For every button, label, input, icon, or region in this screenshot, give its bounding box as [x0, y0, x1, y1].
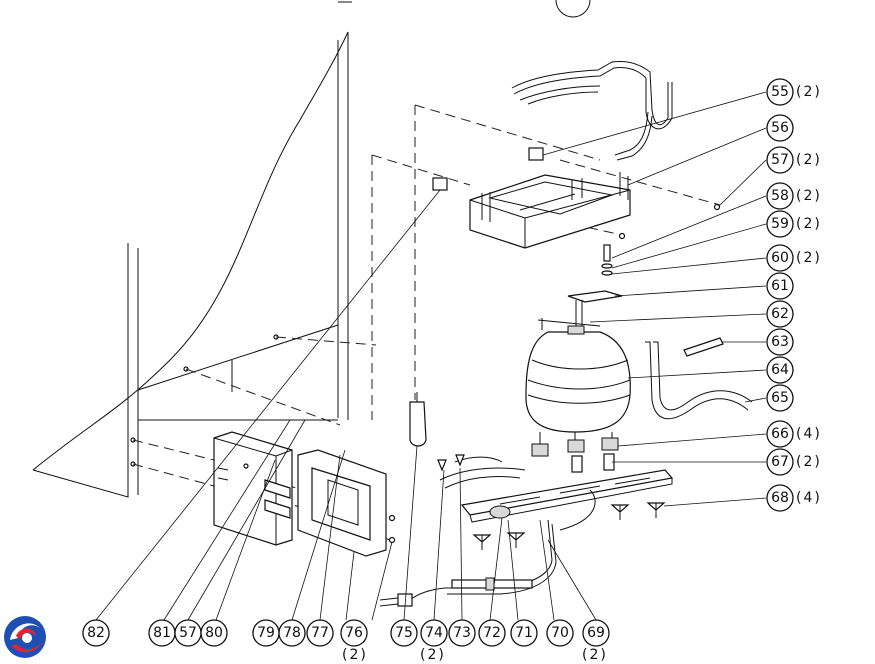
svg-text:57: 57	[771, 152, 789, 168]
cabinet-wall	[32, 31, 349, 498]
callout-78: 78	[278, 619, 306, 647]
callout-64: 64	[766, 356, 794, 384]
svg-text:82: 82	[87, 625, 105, 641]
mount-hardware	[537, 244, 623, 330]
svg-text:(2): (2)	[796, 250, 822, 266]
svg-text:75: 75	[395, 625, 413, 641]
callout-61: 61	[766, 272, 794, 300]
svg-text:76: 76	[345, 625, 363, 641]
svg-text:(2): (2)	[796, 84, 822, 100]
callout-57: 57 (2)	[766, 146, 822, 174]
leader-lines	[95, 91, 767, 621]
callout-56: 56	[766, 114, 794, 142]
callout-55: 55 (2)	[766, 78, 822, 106]
svg-text:(4): (4)	[796, 490, 822, 506]
callout-80: 80	[200, 619, 228, 647]
evaporator-coil	[511, 61, 673, 161]
svg-text:69: 69	[587, 625, 605, 641]
callout-59: 59 (2)	[766, 210, 822, 238]
screws	[437, 454, 666, 550]
svg-text:(2): (2)	[420, 647, 446, 663]
callout-69: 69(2)	[582, 619, 610, 663]
capacitor	[409, 392, 427, 447]
callout-81: 81	[148, 619, 176, 647]
callout-77: 77	[306, 619, 334, 647]
callout-58: 58 (2)	[766, 182, 822, 210]
callout-65: 65	[766, 384, 794, 412]
callout-82: 82	[82, 619, 110, 647]
callout-67: 67 (2)	[766, 448, 822, 476]
svg-text:(2): (2)	[796, 454, 822, 470]
base-plate	[439, 456, 674, 523]
callout-71: 71	[510, 619, 538, 647]
grommets	[531, 437, 619, 473]
svg-text:74: 74	[425, 625, 443, 641]
svg-text:57: 57	[179, 625, 197, 641]
callout-68: 68 (4)	[766, 484, 822, 512]
callout-63: 63	[766, 328, 794, 356]
top-fragment	[338, 0, 591, 18]
svg-text:58: 58	[771, 188, 789, 204]
svg-text:66: 66	[771, 426, 789, 442]
svg-text:(4): (4)	[796, 426, 822, 442]
callout-72: 72	[478, 619, 506, 647]
svg-text:(2): (2)	[582, 647, 608, 663]
svg-text:(2): (2)	[342, 647, 368, 663]
tubes	[645, 337, 753, 420]
compressor	[525, 325, 631, 444]
callout-66: 66 (4)	[766, 420, 822, 448]
svg-text:67: 67	[771, 454, 789, 470]
callout-70: 70	[546, 619, 574, 647]
svg-text:81: 81	[153, 625, 171, 641]
callout-75: 75	[390, 619, 418, 647]
brand-swirl-logo	[4, 616, 46, 658]
svg-text:61: 61	[771, 278, 789, 294]
svg-text:70: 70	[551, 625, 569, 641]
svg-text:65: 65	[771, 390, 789, 406]
clip-parts	[432, 147, 721, 240]
svg-text:(2): (2)	[796, 188, 822, 204]
svg-text:73: 73	[453, 625, 471, 641]
svg-text:79: 79	[257, 625, 275, 641]
svg-text:59: 59	[771, 216, 789, 232]
callout-57-bottom: 57	[174, 619, 202, 647]
callout-73: 73	[448, 619, 476, 647]
svg-text:80: 80	[205, 625, 223, 641]
svg-text:72: 72	[483, 625, 501, 641]
svg-text:55: 55	[771, 84, 789, 100]
svg-text:(2): (2)	[796, 152, 822, 168]
svg-text:78: 78	[283, 625, 301, 641]
svg-text:63: 63	[771, 334, 789, 350]
svg-text:64: 64	[771, 362, 789, 378]
svg-text:62: 62	[771, 306, 789, 322]
drip-tray	[469, 172, 631, 249]
control-box	[213, 431, 396, 557]
callout-60: 60 (2)	[766, 244, 822, 272]
callout-74: 74(2)	[420, 619, 448, 663]
callout-62: 62	[766, 300, 794, 328]
svg-text:71: 71	[515, 625, 533, 641]
svg-text:77: 77	[311, 625, 329, 641]
callout-76: 76(2)	[340, 619, 368, 663]
callout-79: 79	[252, 619, 280, 647]
svg-text:(2): (2)	[796, 216, 822, 232]
svg-text:60: 60	[771, 250, 789, 266]
svg-text:56: 56	[771, 120, 789, 136]
svg-text:68: 68	[771, 490, 789, 506]
